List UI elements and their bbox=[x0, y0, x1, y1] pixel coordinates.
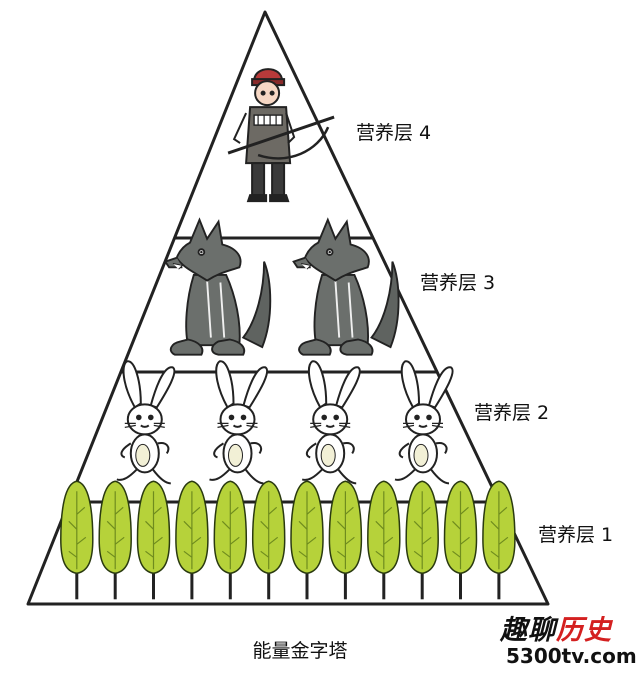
watermark-brand-part2: 历史 bbox=[556, 615, 612, 646]
watermark-brand-part1: 趣聊 bbox=[500, 615, 556, 646]
watermark-brand: 趣聊历史 bbox=[500, 608, 612, 647]
watermark-url: 5300tv.com bbox=[506, 644, 637, 668]
level-label: 营养层 1 bbox=[538, 524, 614, 546]
level-label: 营养层 2 bbox=[474, 402, 550, 424]
watermark: 趣聊历史 5300tv.com bbox=[490, 606, 644, 674]
level-label: 营养层 3 bbox=[420, 272, 496, 294]
level-label: 营养层 4 bbox=[356, 122, 432, 144]
diagram-title: 能量金字塔 bbox=[252, 640, 348, 662]
